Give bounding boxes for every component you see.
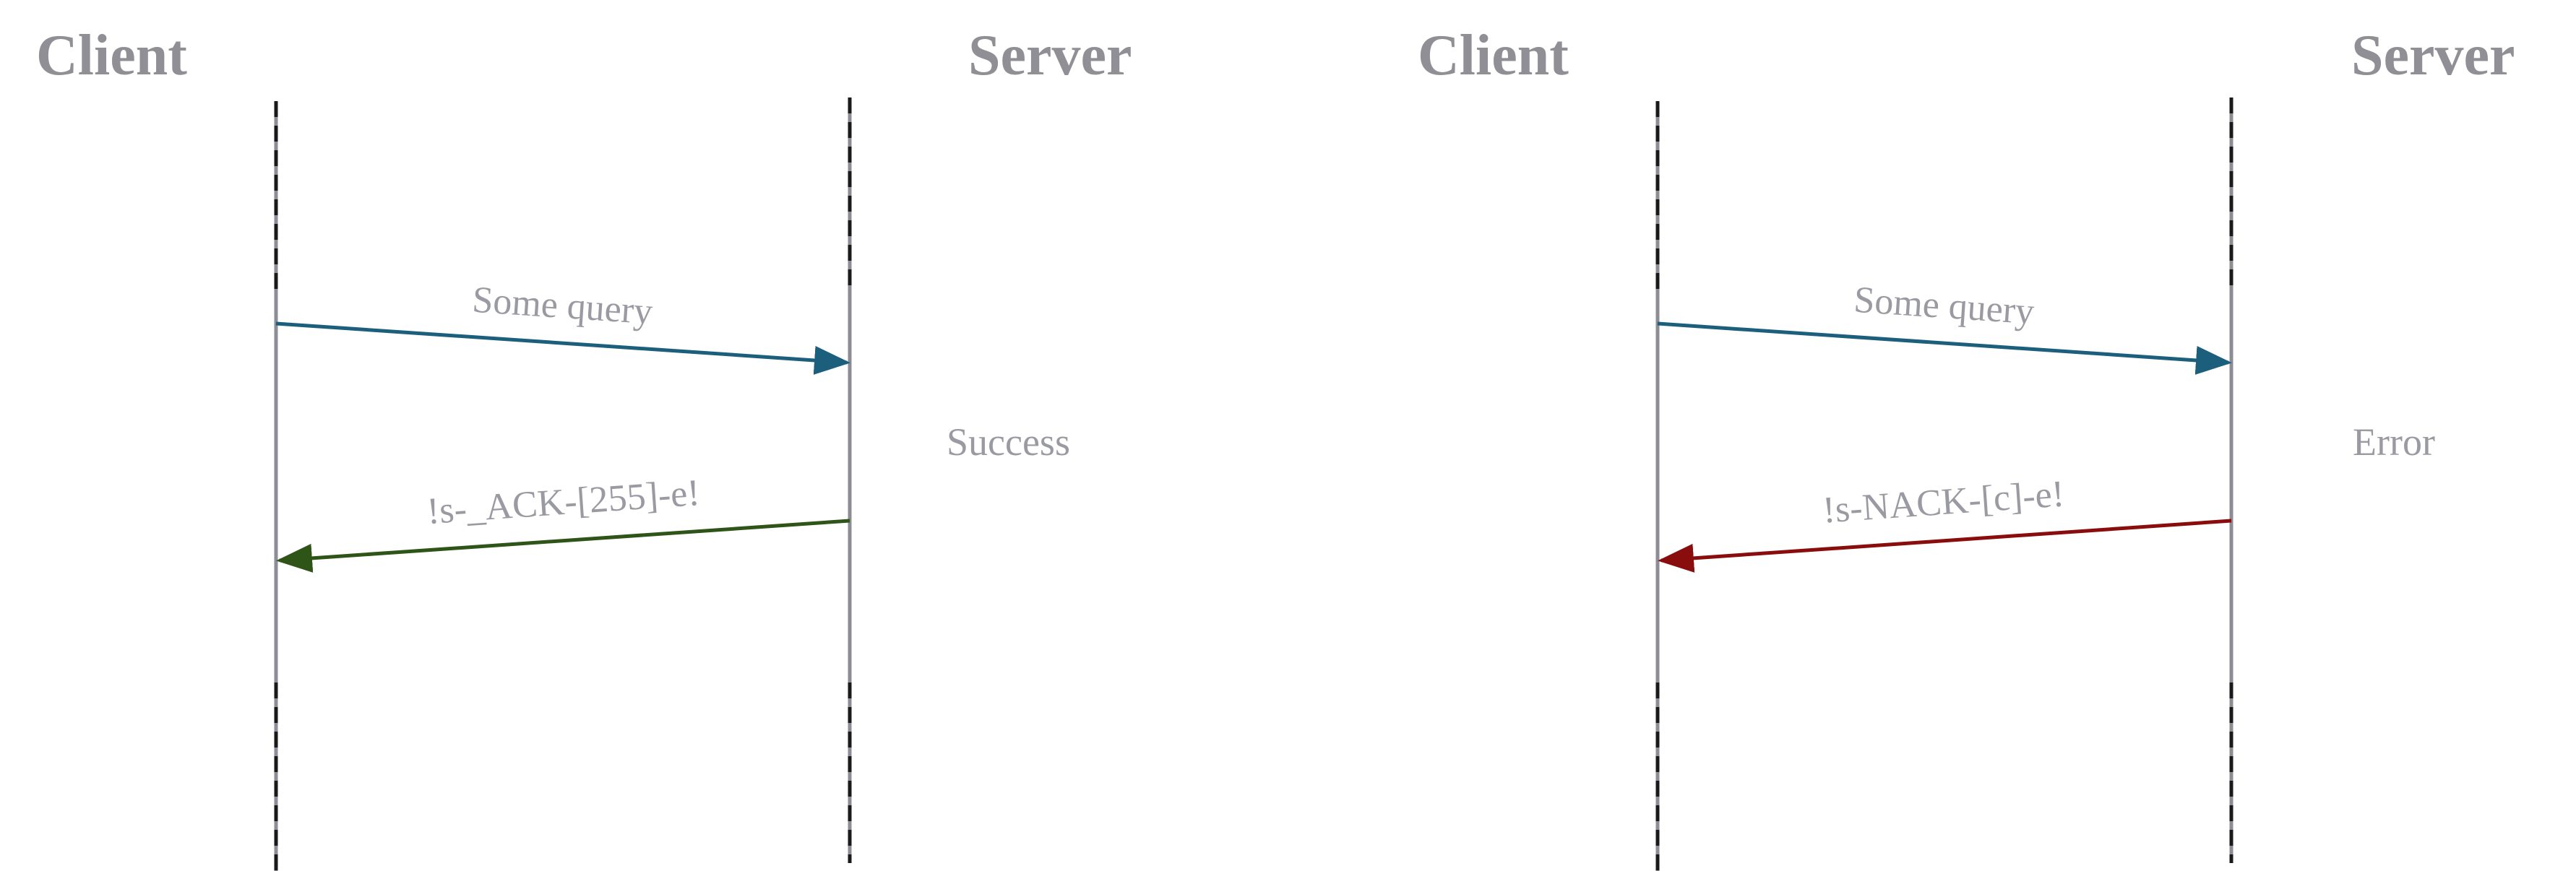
response-label: !s-_ACK-[255]-e! [426,472,701,532]
outcome-label: Success [947,420,1070,464]
panel-error: Client Server Some query Error !s-NACK-[… [1418,24,2515,871]
response-arrow [276,519,850,573]
response-label: !s-NACK-[c]-e! [1822,473,2066,531]
server-label: Server [968,24,1132,87]
panel-success: Client Server Some query Success !s-_ACK… [36,24,1132,871]
response-arrow [1658,519,2232,573]
outcome-label: Error [2353,420,2435,464]
request-label: Some query [1853,280,2036,333]
request-label: Some query [471,280,654,333]
client-label: Client [36,24,187,87]
client-label: Client [1418,24,1569,87]
server-label: Server [2351,24,2515,87]
request-arrow [275,321,850,375]
request-arrow [1657,321,2232,375]
